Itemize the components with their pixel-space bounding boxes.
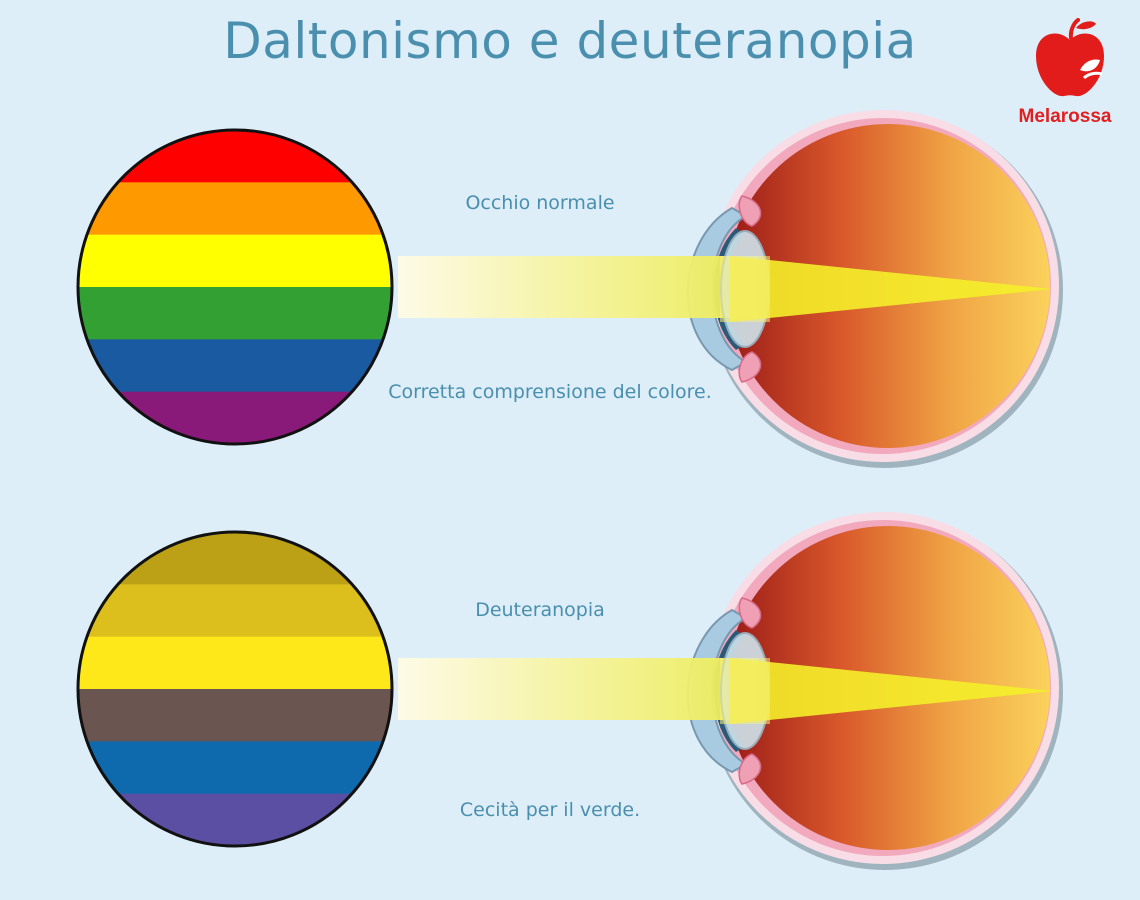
disc-stripe <box>78 532 392 586</box>
label-deuteranopia: Deuteranopia <box>475 599 605 621</box>
apple-icon <box>1036 18 1104 97</box>
eye-diagram-normal <box>398 110 1063 468</box>
disc-stripe <box>78 741 392 795</box>
disc-stripe <box>78 793 392 846</box>
color-disc-normal <box>76 128 394 446</box>
disc-stripe <box>78 636 392 690</box>
color-disc-deuteranopia <box>76 530 394 848</box>
label-deuteranopia-description: Cecità per il verde. <box>459 799 641 821</box>
label-normal-description: Corretta comprensione del colore. <box>388 381 712 403</box>
disc-stripe <box>78 689 392 743</box>
eye-diagram-deuteranopia <box>398 512 1063 870</box>
disc-stripe <box>78 584 392 638</box>
page-title: Daltonismo e deuteranopia <box>223 12 917 70</box>
disc-stripe <box>78 234 392 288</box>
disc-stripe <box>78 287 392 341</box>
disc-stripe <box>78 130 392 184</box>
disc-stripe <box>78 339 392 393</box>
label-normal-eye: Occhio normale <box>465 192 615 214</box>
disc-stripe <box>78 182 392 236</box>
brand-name: Melarossa <box>1018 106 1112 127</box>
disc-stripe <box>78 391 392 444</box>
